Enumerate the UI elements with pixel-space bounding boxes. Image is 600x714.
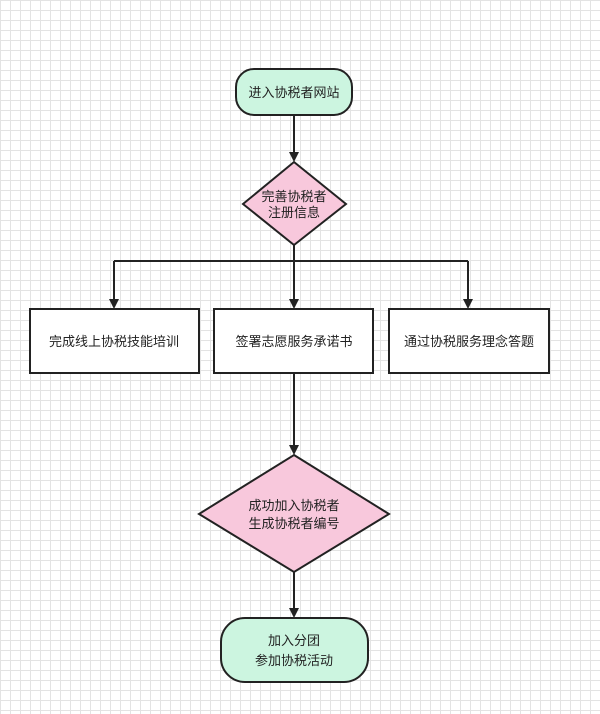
step-pledge-node: 签署志愿服务承诺书: [213, 308, 374, 374]
step-training-label: 完成线上协税技能培训: [49, 334, 179, 350]
connectors: [109, 115, 473, 618]
step-quiz-label: 通过协税服务理念答题: [404, 334, 534, 350]
decision1-label-line1: 完善协税者: [261, 189, 326, 205]
decision1-node: 完善协税者 注册信息: [241, 160, 348, 247]
start-node-label: 进入协税者网站: [248, 86, 339, 101]
decision1-label-line2: 注册信息: [268, 205, 320, 221]
end-node: 加入分团 参加协税活动: [220, 617, 369, 683]
step-training-node: 完成线上协税技能培训: [29, 308, 200, 374]
end-label-line2: 参加协税活动: [255, 653, 333, 669]
step-quiz-node: 通过协税服务理念答题: [388, 308, 550, 374]
start-node: 进入协税者网站: [235, 68, 353, 116]
step-pledge-label: 签署志愿服务承诺书: [235, 334, 352, 350]
decision2-label-line2: 生成协税者编号: [248, 517, 339, 532]
end-label-line1: 加入分团: [268, 634, 320, 649]
decision2-label-line1: 成功加入协税者: [248, 499, 339, 514]
decision2-node: 成功加入协税者 生成协税者编号: [197, 453, 391, 574]
